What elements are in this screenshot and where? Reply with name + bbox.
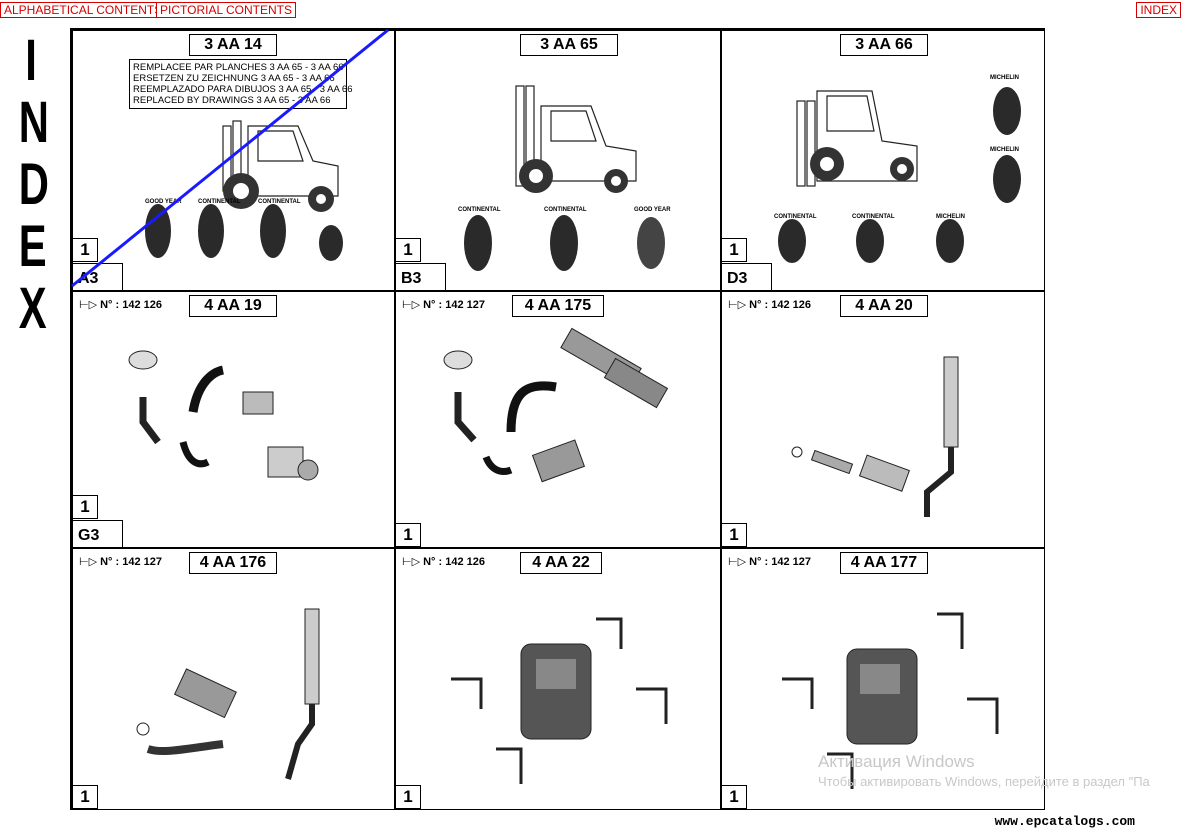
grid-locator: A3 [73, 263, 123, 290]
serial-number: ⊢▷ N° : 142 127 [79, 555, 162, 568]
forklift-tires-drawing: CONTINENTAL CONTINENTAL MICHELIN MICHELI… [774, 75, 1021, 263]
index-letter: N [18, 90, 49, 155]
serial-text: N° : 142 127 [749, 556, 811, 568]
tire-label: GOOD YEAR [634, 207, 671, 213]
pictorial-contents-link[interactable]: PICTORIAL CONTENTS [156, 2, 297, 18]
tire-label: CONTINENTAL [198, 199, 241, 205]
plate-4-aa-175[interactable]: ⊢▷ N° : 142 127 4 AA 175 1 [395, 291, 721, 548]
version-number: 1 [73, 785, 98, 809]
serial-text: N° : 142 126 [749, 299, 811, 311]
tire-label: GOOD YEAR [145, 199, 182, 205]
arrow-icon: ⊢▷ [728, 556, 747, 568]
index-vertical-title: I N D E X [14, 28, 49, 341]
plate-4-aa-176[interactable]: ⊢▷ N° : 142 127 4 AA 176 1 [72, 548, 395, 810]
arrow-icon: ⊢▷ [402, 556, 421, 568]
serial-number: ⊢▷ N° : 142 126 [728, 298, 811, 311]
version-number: 1 [396, 785, 421, 809]
version-number: 1 [73, 238, 98, 262]
version-number: 1 [722, 523, 747, 547]
plate-3-aa-14[interactable]: 3 AA 14 REMPLACEE PAR PLANCHES 3 AA 65 -… [72, 30, 395, 291]
watermark-subtitle: Чтобы активировать Windows, перейдите в … [818, 774, 1150, 789]
pictorial-grid: 3 AA 14 REMPLACEE PAR PLANCHES 3 AA 65 -… [70, 28, 1045, 810]
arrow-icon: ⊢▷ [402, 299, 421, 311]
version-number: 1 [73, 495, 98, 519]
plate-3-aa-66[interactable]: 3 AA 66 CONTINENTAL CONTINENTAL MICHELIN… [721, 30, 1045, 291]
plate-4-aa-22[interactable]: ⊢▷ N° : 142 126 4 AA 22 1 [395, 548, 721, 810]
exhaust-drawing [136, 608, 320, 780]
plate-title: 4 AA 175 [512, 295, 604, 317]
forklift-tires-drawing: CONTINENTAL CONTINENTAL GOOD YEAR [458, 85, 671, 271]
tire-label: MICHELIN [990, 75, 1019, 81]
plate-title: 4 AA 177 [840, 552, 928, 574]
index-letter: I [25, 28, 37, 93]
tire-label: CONTINENTAL [458, 207, 501, 213]
plate-title: 4 AA 19 [189, 295, 277, 317]
index-letter: E [18, 214, 47, 279]
grid-locator: B3 [396, 263, 446, 290]
arrow-icon: ⊢▷ [79, 556, 98, 568]
serial-text: N° : 142 126 [423, 556, 485, 568]
plate-4-aa-177[interactable]: ⊢▷ N° : 142 127 4 AA 177 1 [721, 548, 1045, 810]
engine-mounts-drawing [782, 612, 999, 789]
tire-label: CONTINENTAL [774, 214, 817, 220]
serial-text: N° : 142 126 [100, 299, 162, 311]
arrow-icon: ⊢▷ [728, 299, 747, 311]
version-number: 1 [722, 238, 747, 262]
serial-text: N° : 142 127 [423, 299, 485, 311]
version-number: 1 [396, 523, 421, 547]
engine-mounts-drawing [451, 617, 668, 784]
serial-number: ⊢▷ N° : 142 127 [728, 555, 811, 568]
tire-label: MICHELIN [936, 214, 965, 220]
version-number: 1 [396, 238, 421, 262]
tire-label: CONTINENTAL [852, 214, 895, 220]
forklift-tires-drawing: GOOD YEAR CONTINENTAL CONTINENTAL [145, 120, 343, 261]
windows-activation-watermark: Активация Windows Чтобы активировать Win… [818, 752, 1150, 789]
exhaust-drawing [791, 356, 959, 517]
plate-title: 4 AA 20 [840, 295, 928, 317]
plate-4-aa-19[interactable]: ⊢▷ N° : 142 126 4 AA 19 1 G3 [72, 291, 395, 548]
plate-title: 3 AA 65 [520, 34, 618, 56]
serial-number: ⊢▷ N° : 142 126 [79, 298, 162, 311]
plate-title: 4 AA 176 [189, 552, 277, 574]
plate-title: 3 AA 66 [840, 34, 928, 56]
plate-3-aa-65[interactable]: 3 AA 65 CONTINENTAL CONTINENTAL GOOD YEA… [395, 30, 721, 291]
serial-number: ⊢▷ N° : 142 126 [402, 555, 485, 568]
version-number: 1 [722, 785, 747, 809]
serial-number: ⊢▷ N° : 142 127 [402, 298, 485, 311]
watermark-title: Активация Windows [818, 752, 975, 771]
tire-label: CONTINENTAL [258, 199, 301, 205]
site-url: www.epcatalogs.com [994, 814, 1135, 829]
arrow-icon: ⊢▷ [79, 299, 98, 311]
index-letter: D [18, 152, 49, 217]
alphabetical-contents-link[interactable]: ALPHABETICAL CONTENTS [0, 2, 167, 18]
plate-title: 4 AA 22 [520, 552, 602, 574]
grid-locator: G3 [73, 520, 123, 547]
index-letter: X [18, 276, 47, 341]
tire-label: CONTINENTAL [544, 207, 587, 213]
tire-label: MICHELIN [990, 147, 1019, 153]
air-intake-drawing [443, 327, 669, 483]
air-intake-drawing [128, 350, 319, 481]
index-link[interactable]: INDEX [1136, 2, 1181, 18]
grid-locator: D3 [722, 263, 772, 290]
plate-4-aa-20[interactable]: ⊢▷ N° : 142 126 4 AA 20 1 [721, 291, 1045, 548]
serial-text: N° : 142 127 [100, 556, 162, 568]
